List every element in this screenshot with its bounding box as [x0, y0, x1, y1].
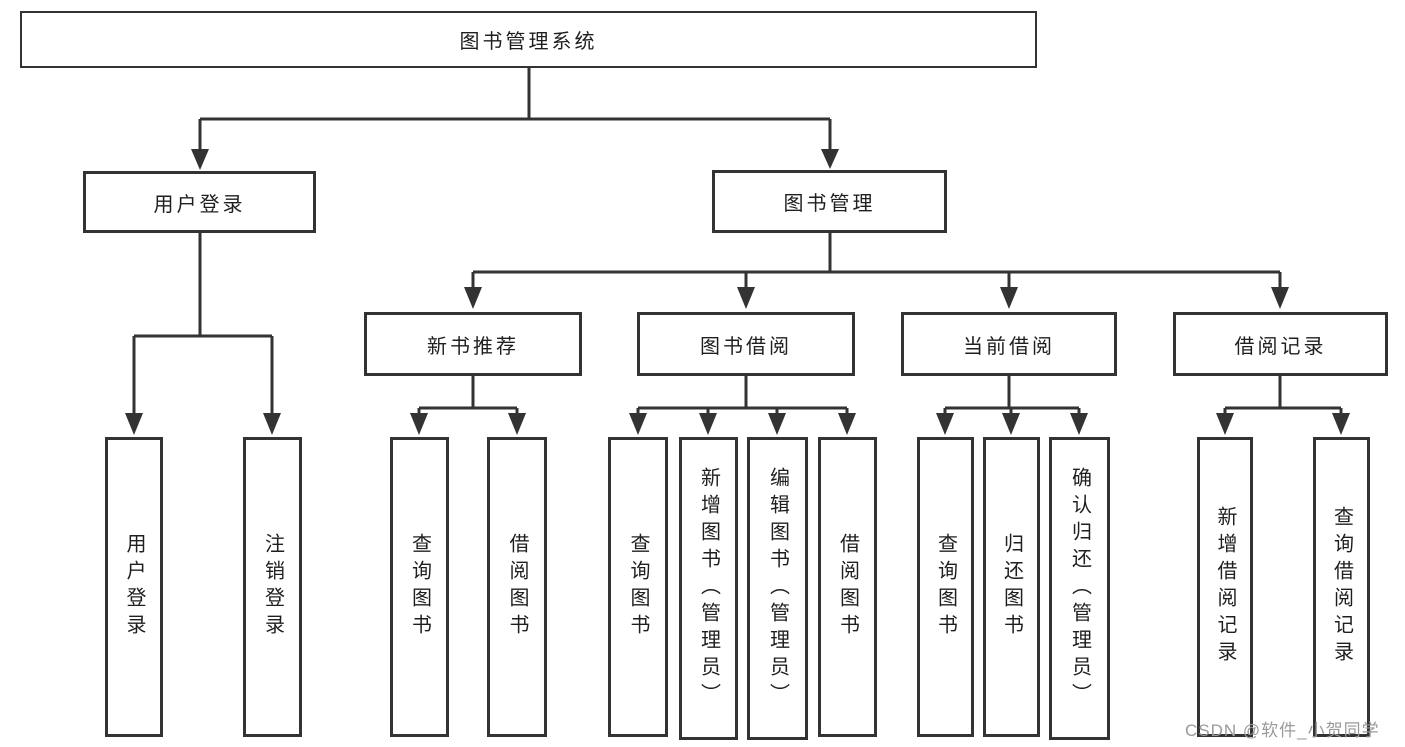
- leaf-label: 新增借阅记录: [1214, 506, 1236, 668]
- node-user-login: 用户登录: [83, 171, 316, 233]
- leaf-label: 确认归还（管理员）: [1068, 467, 1091, 710]
- node-library-management-system: 图书管理系统: [20, 11, 1037, 68]
- leaf-add-book-admin: 新增图书（管理员）: [679, 437, 738, 740]
- leaf-label: 归还图书: [1000, 533, 1023, 641]
- node-borrowing-records: 借阅记录: [1173, 312, 1388, 376]
- leaf-label: 查询借阅记录: [1330, 506, 1353, 668]
- leaf-label: 借阅图书: [836, 533, 859, 641]
- leaf-borrow-books-1: 借阅图书: [487, 437, 547, 737]
- leaf-query-borrow-record: 查询借阅记录: [1313, 437, 1370, 737]
- leaf-query-books-1: 查询图书: [390, 437, 449, 737]
- leaf-return-books: 归还图书: [983, 437, 1040, 737]
- node-new-book-recommendation: 新书推荐: [364, 312, 582, 376]
- leaf-query-books-3: 查询图书: [917, 437, 974, 737]
- leaf-label: 注销登录: [261, 533, 284, 641]
- node-label: 新书推荐: [427, 335, 519, 358]
- node-label: 图书管理: [783, 193, 876, 215]
- leaf-label: 查询图书: [627, 533, 649, 641]
- leaf-label: 用户登录: [123, 533, 145, 641]
- leaf-label: 新增图书（管理员）: [697, 467, 720, 710]
- node-label: 图书借阅: [700, 335, 792, 358]
- watermark: CSDN @软件_小贺同学: [1185, 721, 1380, 740]
- leaf-add-borrow-record: 新增借阅记录: [1197, 437, 1253, 737]
- node-book-management: 图书管理: [712, 170, 947, 233]
- node-current-borrowing: 当前借阅: [901, 312, 1117, 376]
- leaf-borrow-books-2: 借阅图书: [818, 437, 877, 737]
- leaf-query-books-2: 查询图书: [608, 437, 668, 737]
- leaf-edit-book-admin: 编辑图书（管理员）: [747, 437, 808, 740]
- leaf-label: 查询图书: [408, 533, 431, 641]
- node-label: 图书管理系统: [459, 31, 598, 53]
- leaf-label: 查询图书: [934, 533, 957, 641]
- leaf-user-login: 用户登录: [105, 437, 163, 737]
- leaf-logout: 注销登录: [243, 437, 302, 737]
- leaf-label: 编辑图书（管理员）: [766, 467, 789, 710]
- leaf-label: 借阅图书: [506, 533, 528, 641]
- node-label: 用户登录: [153, 193, 246, 216]
- leaf-confirm-return-admin: 确认归还（管理员）: [1049, 437, 1110, 740]
- node-label: 借阅记录: [1234, 335, 1327, 358]
- node-book-borrowing: 图书借阅: [637, 312, 855, 376]
- node-label: 当前借阅: [963, 335, 1055, 358]
